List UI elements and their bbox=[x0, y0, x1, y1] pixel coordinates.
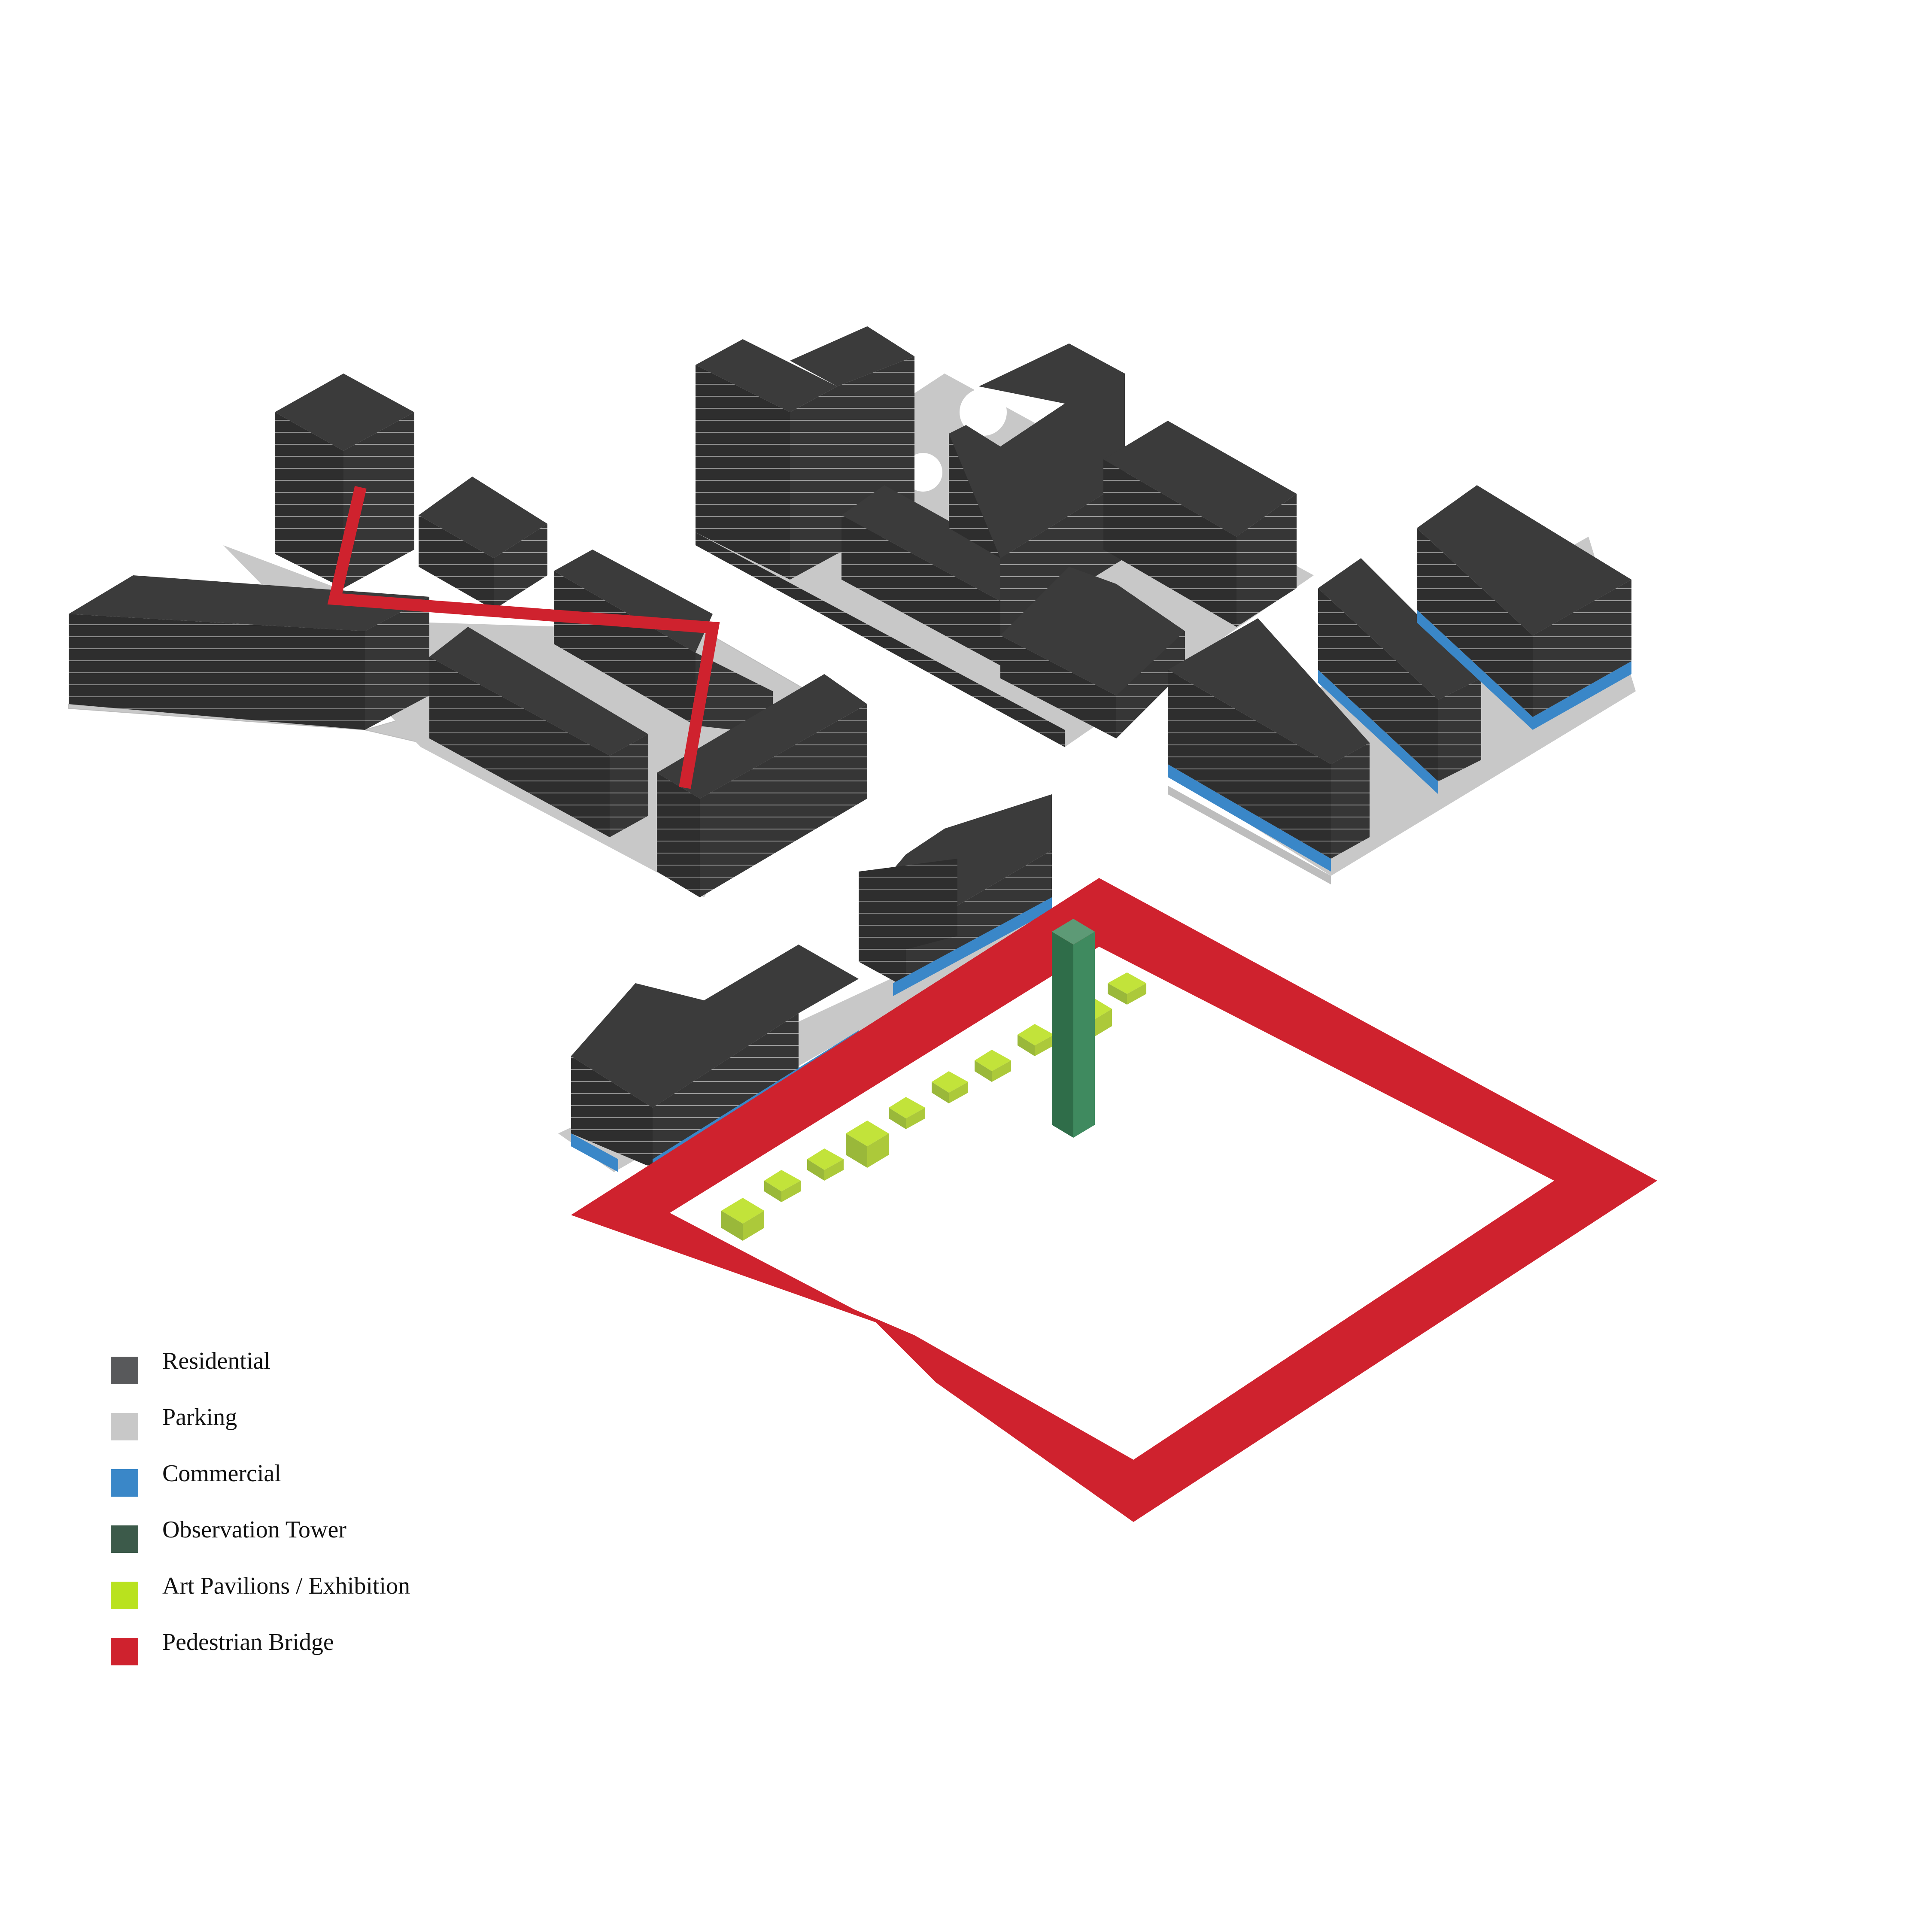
residential-nc-f-side bbox=[1236, 494, 1297, 627]
residential-sw2-side bbox=[906, 850, 1052, 987]
pavilion-7 bbox=[975, 1050, 1011, 1082]
residential-e1-top bbox=[1168, 618, 1370, 764]
residential-mid-top bbox=[419, 477, 547, 558]
residential-tower-left-side bbox=[343, 412, 414, 588]
commercial-base-e2 bbox=[1318, 670, 1438, 794]
parking-podium-east-edge bbox=[1168, 786, 1331, 884]
commercial-base-sw2 bbox=[893, 897, 1052, 996]
residential-e1-front bbox=[1168, 670, 1331, 859]
legend-swatch-commercial bbox=[111, 1469, 138, 1497]
pavilion-4 bbox=[846, 1121, 889, 1168]
pavilion-6 bbox=[932, 1071, 968, 1103]
pavilion-3 bbox=[807, 1148, 844, 1181]
residential-e2-front bbox=[1318, 588, 1438, 781]
residential-e2-side bbox=[1438, 678, 1481, 781]
residential-nc-f-front bbox=[1103, 459, 1236, 627]
residential-sw1-top bbox=[571, 945, 859, 1108]
observation-tower-front bbox=[1052, 932, 1073, 1138]
residential-nc-c-top bbox=[841, 485, 1039, 601]
residential-corner-side bbox=[700, 704, 867, 897]
residential-front-slab-front bbox=[429, 657, 610, 837]
residential-e3-side bbox=[1533, 580, 1631, 717]
pavilion-5 bbox=[889, 1097, 925, 1129]
residential-nc-e-top bbox=[1000, 567, 1185, 696]
residential-slab-left-front bbox=[69, 614, 365, 730]
residential-step-front bbox=[567, 760, 610, 837]
courtyard-void-1 bbox=[960, 389, 1007, 436]
commercial-base-e3-side bbox=[1533, 661, 1631, 730]
legend-label-parking: Parking bbox=[162, 1404, 237, 1431]
north-centre-block bbox=[696, 326, 1314, 747]
residential-nc-a-top bbox=[696, 339, 837, 412]
residential-sw3-front bbox=[859, 859, 957, 962]
pedestrian-bridge-ring bbox=[571, 878, 1657, 1522]
observation-tower-side bbox=[1073, 932, 1095, 1138]
legend-label-observation-tower: Observation Tower bbox=[162, 1516, 346, 1543]
legend-label-pedestrian-bridge: Pedestrian Bridge bbox=[162, 1629, 334, 1656]
residential-e1-side bbox=[1331, 743, 1370, 859]
residential-nc-long-front bbox=[696, 532, 1065, 747]
residential-nc-c-front bbox=[841, 515, 1000, 665]
residential-nc-a-side bbox=[790, 386, 837, 580]
residential-angled-front bbox=[554, 571, 696, 726]
legend-swatch-residential bbox=[111, 1357, 138, 1384]
legend-label-residential: Residential bbox=[162, 1348, 270, 1374]
residential-nc-d-side bbox=[1000, 481, 1125, 635]
residential-slab-left-top bbox=[69, 575, 429, 631]
legend-label-art-pavilions: Art Pavilions / Exhibition bbox=[162, 1573, 410, 1599]
residential-slab-left-side bbox=[365, 597, 429, 730]
residential-angled-side bbox=[696, 653, 773, 734]
residential-nc-a-front bbox=[696, 365, 790, 580]
legend-swatch-art-pavilions bbox=[111, 1582, 138, 1609]
residential-tower-left-top bbox=[275, 374, 414, 451]
residential-nc-d-top bbox=[949, 343, 1125, 558]
pavilion-2 bbox=[764, 1170, 801, 1202]
commercial-base-sw1 bbox=[571, 1133, 618, 1172]
observation-tower-top bbox=[1052, 919, 1095, 945]
residential-sw1-side bbox=[653, 1013, 799, 1168]
residential-e3-front bbox=[1417, 528, 1533, 717]
residential-front-slab-side bbox=[610, 734, 648, 837]
commercial-base-e1 bbox=[1168, 764, 1331, 872]
commercial-base-e3 bbox=[1417, 610, 1533, 730]
pavilion-10 bbox=[1108, 972, 1146, 1005]
pedestrian-bridge-nw bbox=[327, 486, 720, 789]
legend-label-commercial: Commercial bbox=[162, 1460, 281, 1487]
pavilion-1 bbox=[721, 1198, 764, 1241]
pavilion-8 bbox=[1018, 1024, 1054, 1056]
legend-swatch-observation-tower bbox=[111, 1525, 138, 1553]
residential-sw1-front bbox=[571, 1056, 653, 1168]
residential-mid-front bbox=[419, 515, 494, 610]
northwest-block bbox=[68, 374, 867, 897]
residential-nc-f-top bbox=[1103, 421, 1297, 537]
observation-tower bbox=[1052, 919, 1095, 1138]
legend-swatch-pedestrian-bridge bbox=[111, 1638, 138, 1665]
east-block bbox=[1168, 485, 1636, 884]
residential-e3-top bbox=[1417, 485, 1631, 635]
residential-tower-left-front bbox=[275, 412, 343, 588]
residential-nc-e-front bbox=[1000, 635, 1116, 738]
legend-swatch-parking bbox=[111, 1413, 138, 1440]
residential-e2-top bbox=[1318, 558, 1481, 700]
residential-corner-front bbox=[657, 773, 700, 897]
residential-mid-side bbox=[494, 524, 547, 610]
residential-front-slab-top bbox=[429, 627, 648, 756]
residential-corner-top bbox=[657, 674, 867, 799]
residential-nc-b-top bbox=[790, 326, 914, 386]
